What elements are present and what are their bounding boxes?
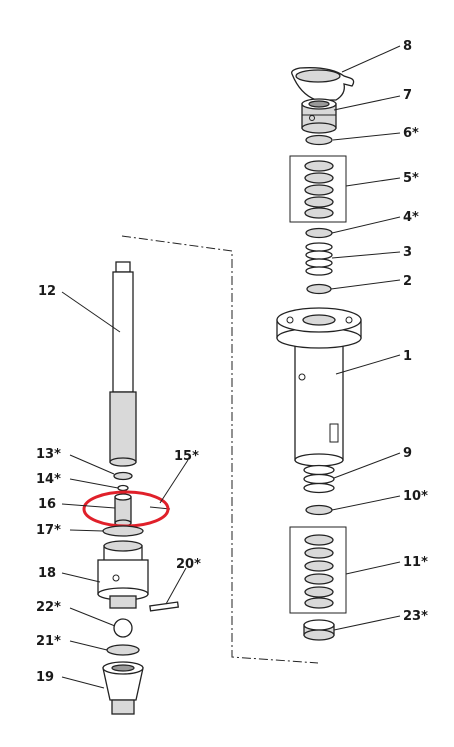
part-9-spring: [303, 464, 335, 494]
label-15: 15*: [174, 449, 199, 464]
label-2: 2: [403, 274, 412, 289]
label-9: 9: [403, 446, 412, 461]
part-13-ring: [113, 471, 133, 481]
label-6: 6*: [403, 126, 419, 141]
label-22: 22*: [36, 600, 61, 615]
part-14-ring: [117, 484, 129, 492]
part-20-pin: [149, 601, 180, 612]
label-3: 3: [403, 245, 412, 260]
label-10: 10*: [403, 489, 428, 504]
part-19-seat-housing: [102, 661, 144, 715]
part-5-packing-set: [289, 155, 347, 223]
part-3-spring: [305, 242, 333, 276]
part-4-ring: [305, 227, 333, 239]
label-12: 12: [38, 284, 56, 299]
label-7: 7: [403, 88, 412, 103]
label-18: 18: [38, 566, 56, 581]
part-23-ring: [303, 619, 335, 641]
label-13: 13*: [36, 447, 61, 462]
label-4: 4*: [403, 210, 419, 225]
part-17-ring: [102, 525, 144, 537]
label-19: 19: [36, 670, 54, 685]
label-16: 16: [38, 497, 56, 512]
label-14: 14*: [36, 472, 61, 487]
part-8-cup: [291, 67, 355, 101]
label-1: 1: [403, 349, 412, 364]
part-22-ball: [113, 618, 133, 638]
assembly-path-line: [121, 235, 319, 664]
part-11-packing-set: [289, 526, 347, 614]
label-11: 11*: [403, 555, 428, 570]
label-8: 8: [403, 39, 412, 54]
label-17: 17*: [36, 523, 61, 538]
part-16-valve: [114, 493, 132, 527]
part-2-ring: [306, 283, 332, 295]
part-18-valve-housing: [97, 540, 149, 609]
leader-lines: [61, 45, 401, 689]
part-10-ring: [305, 504, 333, 516]
label-5: 5*: [403, 171, 419, 186]
part-1-cylinder: [276, 307, 362, 467]
part-7-nut: [301, 98, 337, 134]
part-6-ring: [305, 134, 333, 146]
label-21: 21*: [36, 634, 61, 649]
label-20: 20*: [176, 557, 201, 572]
part-21-ring: [106, 644, 140, 656]
part-12-piston-rod: [109, 261, 137, 467]
label-23: 23*: [403, 609, 428, 624]
